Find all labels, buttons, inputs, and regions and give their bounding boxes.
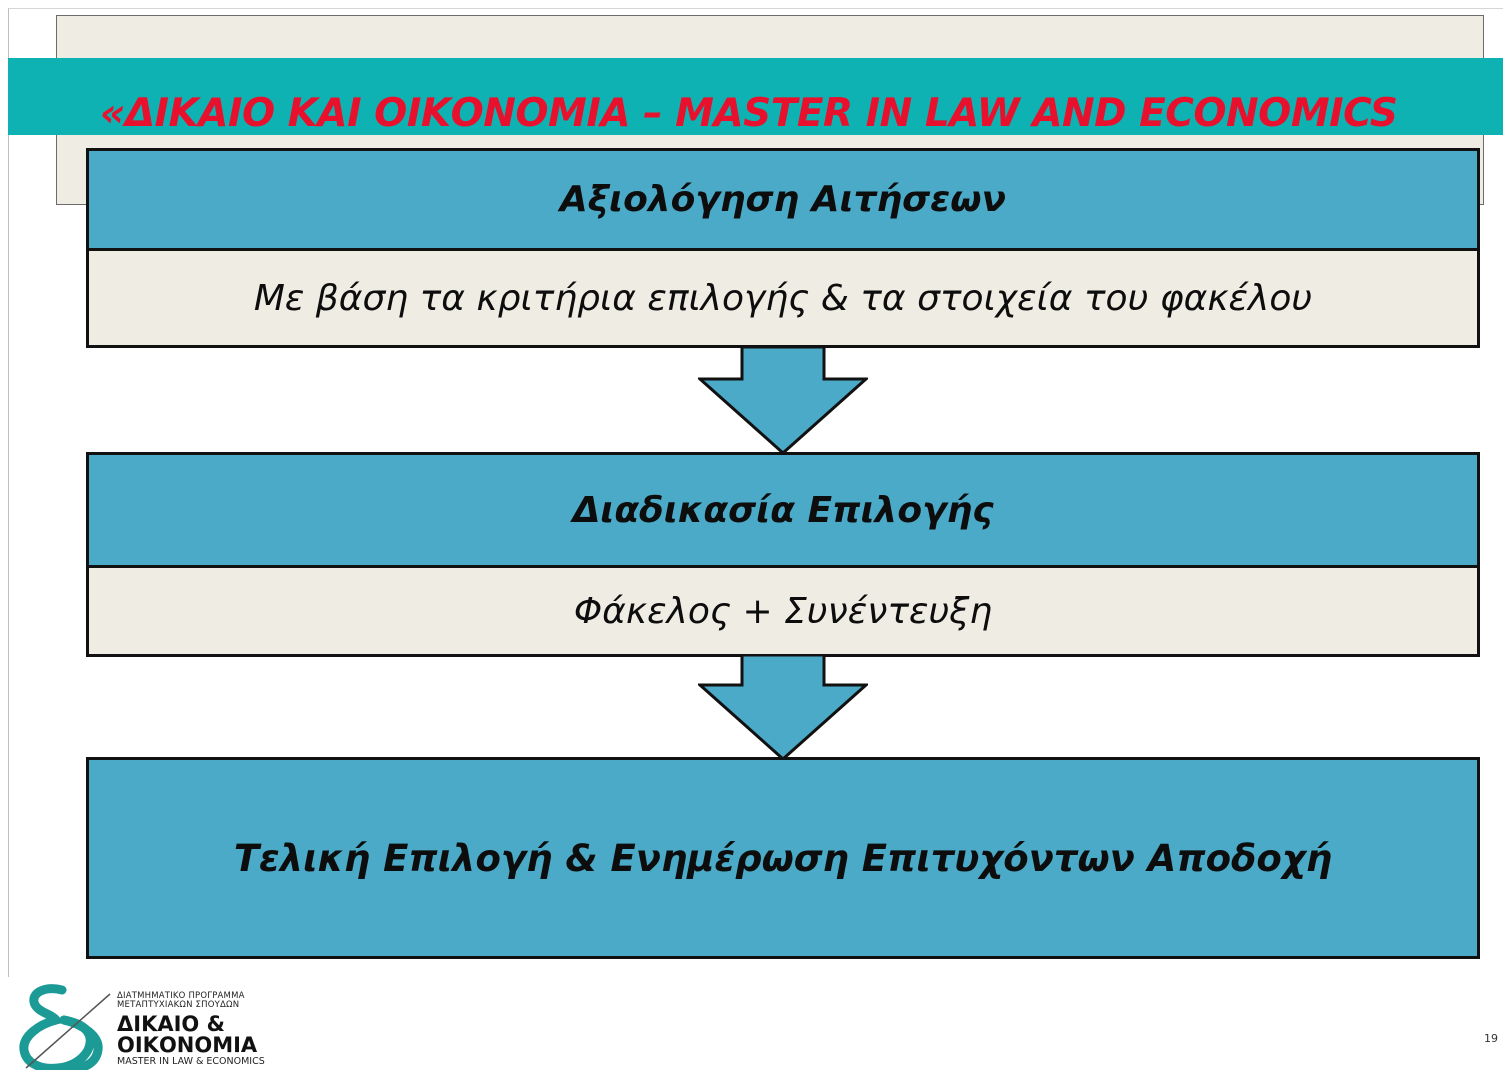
slide-frame [8,8,1503,977]
logo-line-1: ΔΙΑΤΜΗΜΑΤΙΚΟ ΠΡΟΓΡΑΜΜΑ [117,991,245,1001]
step-box-selection-process: Διαδικασία Επιλογής Φάκελος + Συνέντευξη [86,452,1480,657]
logo-subtitle: MASTER IN LAW & ECONOMICS [117,1056,265,1067]
page-number: 19 [1484,1032,1498,1045]
step-box-evaluation: Αξιολόγηση Αιτήσεων Με βάση τα κριτήρια … [86,148,1480,348]
step-title: Τελική Επιλογή & Ενημέρωση Επιτυχόντων Α… [89,760,1477,956]
step-detail: Με βάση τα κριτήρια επιλογής & τα στοιχε… [89,248,1477,345]
step-title: Αξιολόγηση Αιτήσεων [89,151,1477,248]
down-arrow-icon [698,655,868,762]
logo-line-2: ΜΕΤΑΠΤΥΧΙΑΚΩΝ ΣΠΟΥΔΩΝ [117,1000,240,1010]
delta-logo-icon [19,984,111,1070]
program-logo: ΔΙΑΤΜΗΜΑΤΙΚΟ ΠΡΟΓΡΑΜΜΑ ΜΕΤΑΠΤΥΧΙΑΚΩΝ ΣΠΟ… [117,991,367,1068]
step-detail: Φάκελος + Συνέντευξη [89,565,1477,654]
step-box-final-selection: Τελική Επιλογή & Ενημέρωση Επιτυχόντων Α… [86,757,1480,959]
logo-name-2: ΟΙΚΟΝΟΜΙΑ [117,1033,258,1057]
banner-title: «ΔΙΚΑΙΟ ΚΑΙ ΟΙΚΟΝΟΜΙΑ – MASTER IN LAW AN… [100,91,1398,136]
step-title: Διαδικασία Επιλογής [89,455,1477,565]
logo-name-1: ΔΙΚΑΙΟ & [117,1012,225,1036]
down-arrow-icon [698,347,868,455]
header-band [8,58,1503,135]
